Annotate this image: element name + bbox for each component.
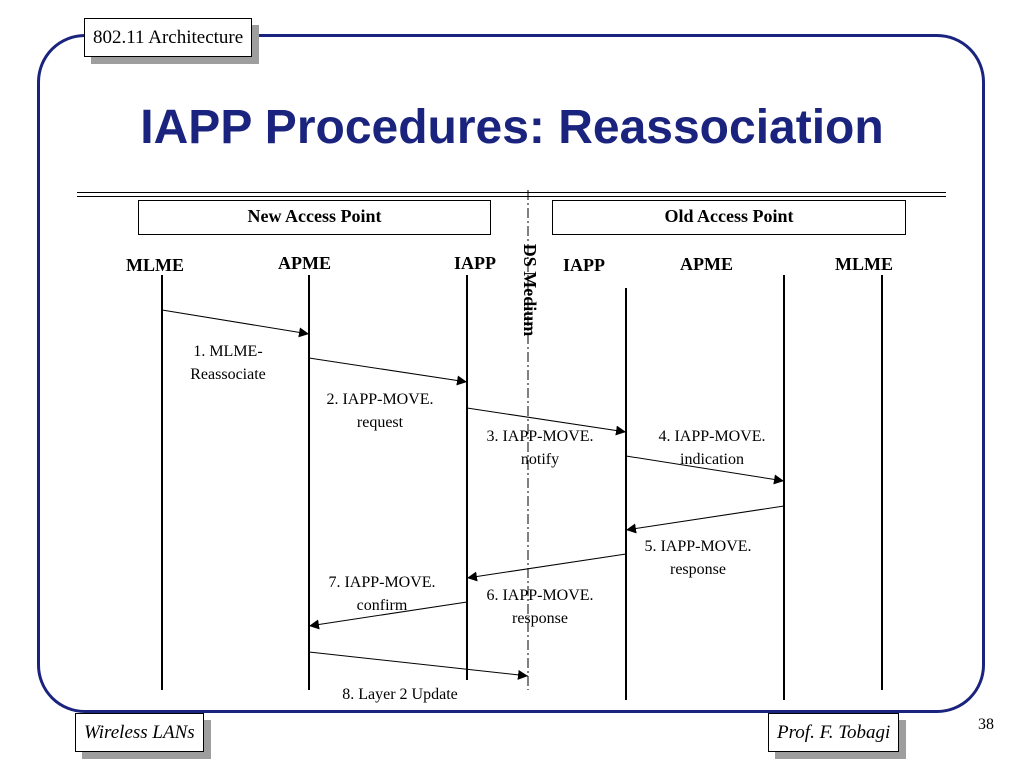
title-rule-top <box>77 192 946 193</box>
arrow-5 <box>625 505 785 534</box>
message-3-label: 3. IAPP-MOVE.notify <box>486 428 594 468</box>
old-mlme-label: MLME <box>835 254 893 274</box>
new-apme-label: APME <box>278 253 331 273</box>
arrow-4 <box>625 455 785 485</box>
message-1-label: 1. MLME-Reassociate <box>190 343 266 383</box>
old-access-point-box: Old Access Point <box>552 200 906 235</box>
old-apme-label: APME <box>680 254 733 274</box>
message-4-label: 4. IAPP-MOVE.indication <box>658 428 766 468</box>
slide-title: IAPP Procedures: Reassociation <box>140 101 884 154</box>
arrow-6 <box>466 553 627 582</box>
old-iapp-label: IAPP <box>563 255 605 275</box>
message-6-label: 6. IAPP-MOVE.response <box>486 587 594 627</box>
message-2-label: 2. IAPP-MOVE.request <box>326 391 434 431</box>
arrow-7 <box>308 601 468 630</box>
slide-frame <box>37 34 985 713</box>
arrow-3 <box>466 407 627 436</box>
arrow-2 <box>308 357 468 386</box>
new-iapp-label: IAPP <box>454 253 496 273</box>
ds-medium-label: DS Medium <box>520 243 540 337</box>
arrow-1 <box>161 309 310 338</box>
title-rule-bottom <box>77 196 946 197</box>
new-access-point-box: New Access Point <box>138 200 491 235</box>
section-tag: 802.11 Architecture <box>84 18 253 57</box>
message-5-label: 5. IAPP-MOVE.response <box>644 538 752 578</box>
new-mlme-label: MLME <box>126 255 184 275</box>
author-tag: Prof. F. Tobagi <box>768 713 900 752</box>
message-8-label: 8. Layer 2 Update <box>342 686 458 703</box>
arrow-8 <box>308 651 529 680</box>
page-number: 38 <box>978 716 994 733</box>
message-7-label: 7. IAPP-MOVE.confirm <box>328 574 436 614</box>
course-tag: Wireless LANs <box>75 713 204 752</box>
